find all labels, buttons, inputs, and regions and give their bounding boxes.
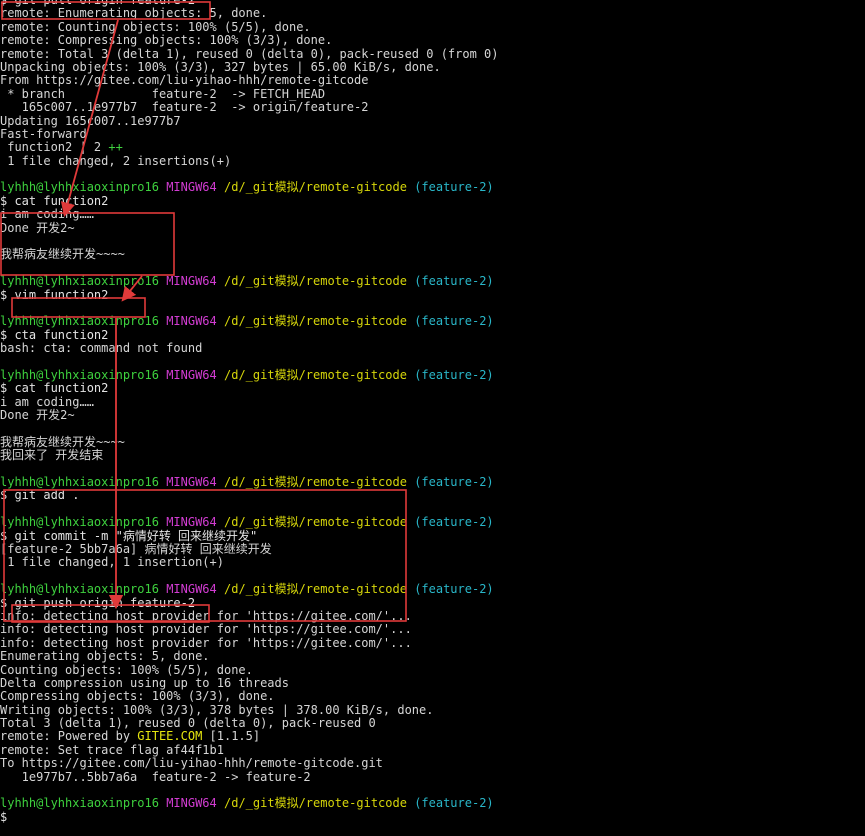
- prompt-env: MINGW64: [166, 367, 217, 382]
- command-line: $ cta function2: [0, 327, 109, 342]
- blank-line: [0, 235, 865, 248]
- prompt-line: lyhhh@lyhhxiaoxinpro16 MINGW64 /d/_git模拟…: [0, 582, 865, 597]
- prompt-env: MINGW64: [166, 180, 217, 195]
- command-line: $ cat function2: [0, 381, 109, 396]
- output-line: Updating 165c007..1e977b7: [0, 113, 181, 128]
- output-line: Enumerating objects: 5, done.: [0, 649, 210, 664]
- output-line: remote: Counting objects: 100% (5/5), do…: [0, 19, 311, 34]
- output-line: i am coding……: [0, 207, 94, 222]
- output-line: info: detecting host provider for 'https…: [0, 608, 412, 623]
- gitee-brand: GITEE.COM: [137, 729, 203, 744]
- prompt-path: /d/_git模拟/remote-gitcode: [224, 274, 407, 289]
- command-line: $: [0, 809, 15, 824]
- prompt-line: lyhhh@lyhhxiaoxinpro16 MINGW64 /d/_git模拟…: [0, 475, 865, 490]
- prompt-branch: (feature-2): [414, 796, 494, 811]
- output-line: remote: Total 3 (delta 1), reused 0 (del…: [0, 46, 499, 61]
- prompt-user: lyhhh@lyhhxiaoxinpro16: [0, 314, 159, 329]
- output-line: 165c007..1e977b7 feature-2 -> origin/fea…: [0, 100, 369, 115]
- prompt-path: /d/_git模拟/remote-gitcode: [224, 367, 407, 382]
- output-line: Fast-forward: [0, 126, 87, 141]
- prompt-branch: (feature-2): [414, 475, 494, 490]
- prompt-path: /d/_git模拟/remote-gitcode: [224, 796, 407, 811]
- blank-line: [0, 262, 865, 275]
- prompt-path: /d/_git模拟/remote-gitcode: [224, 582, 407, 597]
- prompt-user: lyhhh@lyhhxiaoxinpro16: [0, 796, 159, 811]
- prompt-branch: (feature-2): [414, 582, 494, 597]
- prompt-line: lyhhh@lyhhxiaoxinpro16 MINGW64 /d/_git模拟…: [0, 315, 865, 328]
- output-line: * branch feature-2 -> FETCH_HEAD: [0, 86, 326, 101]
- blank-line: [0, 168, 865, 181]
- prompt-branch: (feature-2): [414, 367, 494, 382]
- blank-line: [0, 463, 865, 476]
- output-line: remote: Compressing objects: 100% (3/3),…: [0, 33, 333, 48]
- prompt-line: lyhhh@lyhhxiaoxinpro16 MINGW64 /d/_git模拟…: [0, 181, 865, 194]
- prompt-env: MINGW64: [166, 582, 217, 597]
- output-line: 1 file changed, 2 insertions(+): [0, 153, 232, 168]
- prompt-user: lyhhh@lyhhxiaoxinpro16: [0, 515, 159, 530]
- diffstat-text: function2 | 2: [0, 140, 109, 155]
- output-line: From https://gitee.com/liu-yihao-hhh/rem…: [0, 73, 369, 88]
- diffstat-line: function2 | 2 ++: [0, 141, 865, 154]
- prompt-path: /d/_git模拟/remote-gitcode: [224, 475, 407, 490]
- prompt-user: lyhhh@lyhhxiaoxinpro16: [0, 582, 159, 597]
- blank-line: [0, 503, 865, 516]
- prompt-line: lyhhh@lyhhxiaoxinpro16 MINGW64 /d/_git模拟…: [0, 367, 865, 382]
- prompt-branch: (feature-2): [414, 180, 494, 195]
- diffstat-plus: ++: [108, 140, 123, 155]
- command-line: $ git add .: [0, 488, 80, 503]
- output-line: Counting objects: 100% (5/5), done.: [0, 662, 253, 677]
- output-line: To https://gitee.com/liu-yihao-hhh/remot…: [0, 756, 383, 771]
- prompt-user: lyhhh@lyhhxiaoxinpro16: [0, 475, 159, 490]
- blank-line: [0, 356, 865, 369]
- prompt-env: MINGW64: [166, 796, 217, 811]
- prompt-branch: (feature-2): [414, 314, 494, 329]
- command-line: $ git push origin feature-2: [0, 595, 196, 610]
- output-line: remote: Set trace flag af44f1b1: [0, 742, 224, 757]
- prompt-branch: (feature-2): [414, 515, 494, 530]
- output-line: Writing objects: 100% (3/3), 378 bytes |…: [0, 702, 434, 717]
- prompt-branch: (feature-2): [414, 274, 494, 289]
- output-line: 1e977b7..5bb7a6a feature-2 -> feature-2: [0, 769, 311, 784]
- prompt-user: lyhhh@lyhhxiaoxinpro16: [0, 274, 159, 289]
- blank-line: [0, 302, 865, 315]
- prompt-path: /d/_git模拟/remote-gitcode: [224, 515, 407, 530]
- command-line: $ git commit -m "病情好转 回来继续开发": [0, 528, 258, 543]
- prompt-path: /d/_git模拟/remote-gitcode: [224, 180, 407, 195]
- prompt-env: MINGW64: [166, 274, 217, 289]
- prompt-env: MINGW64: [166, 475, 217, 490]
- prompt-env: MINGW64: [166, 314, 217, 329]
- output-line: Total 3 (delta 1), reused 0 (delta 0), p…: [0, 716, 376, 731]
- output-line: i am coding……: [0, 394, 94, 409]
- powered-by-text: remote: Powered by: [0, 729, 138, 744]
- output-line: [feature-2 5bb7a6a] 病情好转 回来继续开发: [0, 542, 272, 557]
- command-line: $ vim function2: [0, 287, 109, 302]
- output-line: 我帮病友继续开发~~~~: [0, 247, 125, 262]
- blank-line: [0, 784, 865, 797]
- prompt-user: lyhhh@lyhhxiaoxinpro16: [0, 367, 159, 382]
- output-line: remote: Enumerating objects: 5, done.: [0, 6, 268, 21]
- output-line: Done 开发2~: [0, 220, 75, 235]
- version-text: [1.1.5]: [202, 729, 261, 744]
- prompt-env: MINGW64: [166, 515, 217, 530]
- output-line: Done 开发2~: [0, 408, 75, 423]
- output-line: 我回来了 开发结束: [0, 448, 104, 463]
- prompt-user: lyhhh@lyhhxiaoxinpro16: [0, 180, 159, 195]
- prompt-line: lyhhh@lyhhxiaoxinpro16 MINGW64 /d/_git模拟…: [0, 516, 865, 529]
- powered-by-line: remote: Powered by GITEE.COM [1.1.5]: [0, 730, 865, 743]
- blank-line: [0, 570, 865, 583]
- output-line: info: detecting host provider for 'https…: [0, 635, 412, 650]
- output-line: Delta compression using up to 16 threads: [0, 675, 289, 690]
- output-line: 我帮病友继续开发~~~~: [0, 434, 125, 449]
- output-line: info: detecting host provider for 'https…: [0, 622, 412, 637]
- output-line: Unpacking objects: 100% (3/3), 327 bytes…: [0, 59, 441, 74]
- blank-line: [0, 423, 865, 436]
- output-line: 1 file changed, 1 insertion(+): [0, 555, 224, 570]
- command-line: $ cat function2: [0, 193, 109, 208]
- prompt-path: /d/_git模拟/remote-gitcode: [224, 314, 407, 329]
- output-line: Compressing objects: 100% (3/3), done.: [0, 689, 275, 704]
- prompt-line: lyhhh@lyhhxiaoxinpro16 MINGW64 /d/_git模拟…: [0, 275, 865, 288]
- output-line: bash: cta: command not found: [0, 341, 203, 356]
- prompt-line: lyhhh@lyhhxiaoxinpro16 MINGW64 /d/_git模拟…: [0, 797, 865, 810]
